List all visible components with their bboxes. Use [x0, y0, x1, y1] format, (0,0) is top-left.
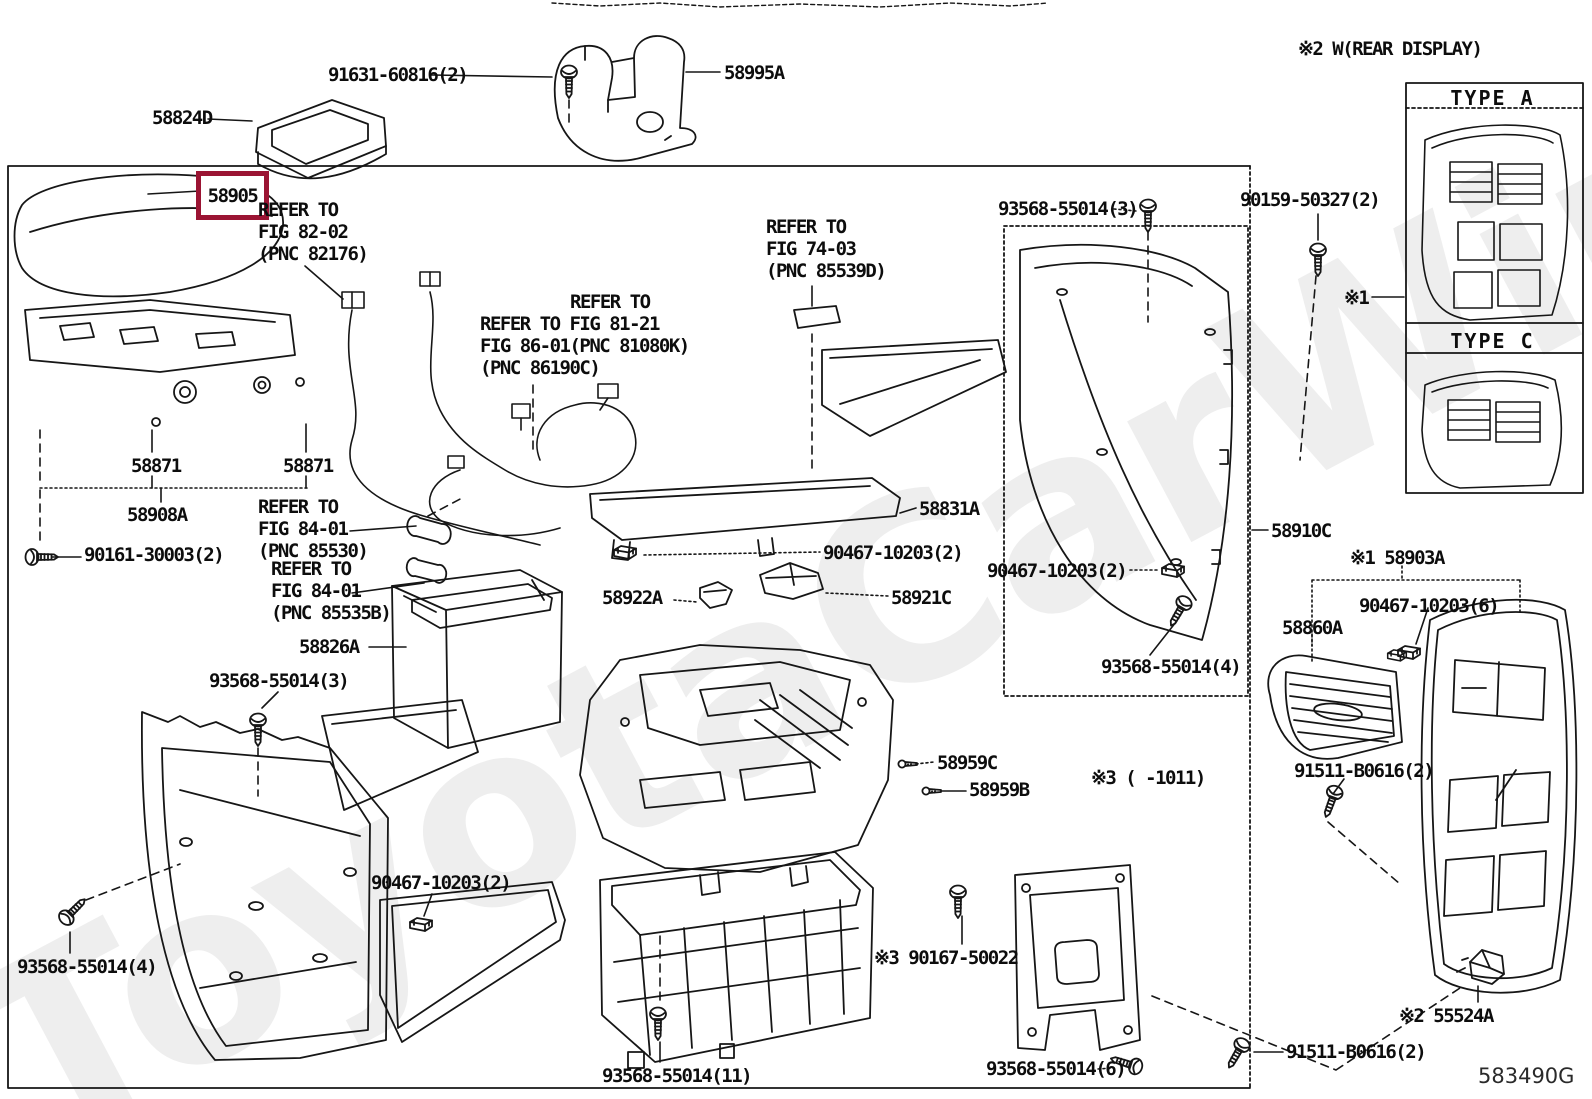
part-label-93568-55014-4-right[interactable]: 93568-55014(4)	[1101, 656, 1242, 678]
carpet-7403-drawing	[793, 305, 841, 329]
part-label-93568-55014-4-bl[interactable]: 93568-55014(4)	[17, 956, 158, 978]
part-label-90467-10203-6[interactable]: 90467-10203(6)	[1359, 595, 1500, 617]
part-label-90467-10203-2b[interactable]: 90467-10203(2)	[987, 560, 1128, 582]
highlighted-part-box-58905[interactable]: 58905	[196, 171, 269, 220]
part-label-58905[interactable]: 58905	[207, 184, 259, 207]
ref-note-fig81-21: REFER TO FIG 81-21 FIG 86-01(PNC 81080K)…	[480, 313, 690, 379]
part-label-58910C[interactable]: 58910C	[1271, 520, 1332, 542]
part-label-58921C[interactable]: 58921C	[891, 587, 952, 609]
part-label-93568-55014-6[interactable]: 93568-55014(6)	[986, 1058, 1127, 1080]
armrest-base-drawing	[24, 299, 305, 427]
lower-bin-drawing	[599, 851, 874, 1069]
carpet-right-drawing	[821, 339, 1007, 437]
part-label-90159-50327[interactable]: 90159-50327(2)	[1240, 189, 1381, 211]
part-label-58908A[interactable]: 58908A	[127, 504, 188, 526]
part-label-90467-10203-2c[interactable]: 90467-10203(2)	[371, 872, 512, 894]
ref-note-refer-to: REFER TO	[570, 291, 651, 313]
type-a-panel-drawing	[1421, 124, 1569, 321]
bracket-58995A-drawing	[553, 35, 697, 162]
dotted-leaders	[39, 208, 1521, 1070]
wire-harness-drawing	[341, 271, 637, 546]
note-3-range: ※3 ( -1011)	[1091, 767, 1206, 789]
rear-panel-right-drawing	[1019, 243, 1234, 641]
type-a-header: TYPE A	[1450, 86, 1535, 110]
part-label-55524A[interactable]: ※2 55524A	[1399, 1005, 1494, 1027]
main-frame	[7, 2, 1251, 1089]
type-c-header: TYPE C	[1450, 329, 1535, 353]
console-box-58826A-drawing	[391, 569, 563, 749]
dashed-lines	[39, 99, 1461, 1071]
leader-lines	[51, 71, 1479, 1063]
cropped-figure-edge	[551, 2, 1049, 8]
ref-note-fig74-03: REFER TO FIG 74-03 (PNC 85539D)	[766, 216, 887, 282]
note-rear-display: ※2 W(REAR DISPLAY)	[1298, 38, 1483, 60]
part-label-58826A[interactable]: 58826A	[299, 636, 360, 658]
part-label-91511-B0616-right[interactable]: 91511-B0616(2)	[1294, 760, 1435, 782]
ref-note-fig84-01-b: REFER TO FIG 84-01 (PNC 85535B)	[271, 558, 392, 624]
type-c-panel-drawing	[1421, 370, 1563, 489]
part-label-58871-right[interactable]: 58871	[283, 455, 334, 477]
panel-mid-drawing	[321, 699, 479, 811]
part-label-58995A[interactable]: 58995A	[724, 62, 785, 84]
bracket-58921C-drawing	[759, 562, 824, 600]
part-label-58824D[interactable]: 58824D	[152, 107, 213, 129]
part-label-58860A[interactable]: 58860A	[1282, 617, 1343, 639]
type-inset-box	[1405, 82, 1584, 494]
trim-58831A-drawing	[589, 477, 901, 561]
part-55524A-drawing	[1456, 949, 1505, 985]
console-body-drawing	[579, 644, 894, 896]
part-label-58903A[interactable]: ※1 58903A	[1350, 547, 1445, 569]
ref-note-fig82-02: REFER TO FIG 82-02 (PNC 82176)	[258, 199, 369, 265]
part-label-58959B[interactable]: 58959B	[969, 779, 1030, 801]
part-label-90467-10203-2a[interactable]: 90467-10203(2)	[823, 542, 964, 564]
note-1-marker: ※1	[1344, 287, 1370, 309]
trim-dark-drawing	[379, 881, 566, 1043]
vent-58860A-drawing	[1267, 654, 1403, 760]
metal-bracket-drawing	[1014, 864, 1141, 1051]
panel-dotted-box	[1003, 225, 1249, 697]
clip-90467-6-target	[1386, 649, 1408, 662]
part-label-93568-55014-3-top[interactable]: 93568-55014(3)	[998, 198, 1139, 220]
part-label-58871-left[interactable]: 58871	[131, 455, 182, 477]
part-label-93568-55014-3-mid[interactable]: 93568-55014(3)	[209, 670, 350, 692]
tray-58824D-drawing	[255, 99, 387, 180]
part-label-91511-B0616-bottom[interactable]: 91511-B0616(2)	[1286, 1041, 1427, 1063]
rear-panel-left-drawing	[141, 711, 389, 1061]
figure-code: 583490G	[1478, 1064, 1575, 1088]
rear-panel-58903A-drawing	[1420, 598, 1578, 994]
ref-note-fig84-01-a: REFER TO FIG 84-01 (PNC 85530)	[258, 496, 369, 562]
part-label-58959C[interactable]: 58959C	[937, 752, 998, 774]
bracket-58922A-drawing	[699, 581, 733, 609]
part-label-90167-50022[interactable]: ※3 90167-50022	[874, 947, 1019, 969]
part-label-90161-30003[interactable]: 90161-30003(2)	[84, 544, 225, 566]
part-label-91631-60816[interactable]: 91631-60816(2)	[328, 64, 469, 86]
part-label-93568-55014-11[interactable]: 93568-55014(11)	[602, 1065, 753, 1087]
part-label-58922A[interactable]: 58922A	[602, 587, 663, 609]
part-label-58831A[interactable]: 58831A	[919, 498, 980, 520]
